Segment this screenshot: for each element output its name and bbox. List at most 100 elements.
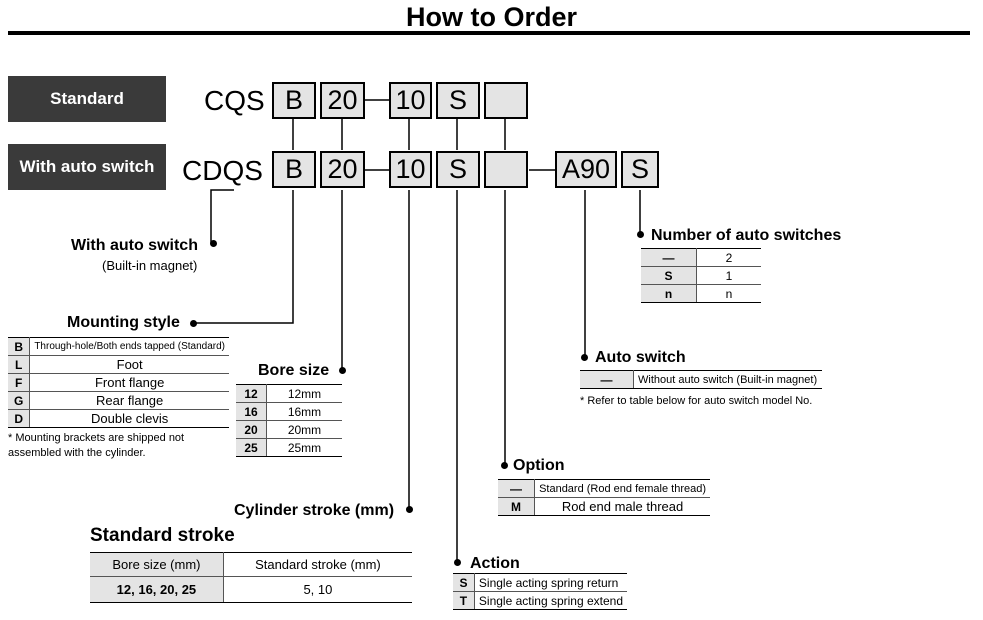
variant-standard-label: Standard: [8, 76, 166, 122]
standard-box-option: [484, 82, 528, 119]
table-row: —Without auto switch (Built-in magnet): [580, 370, 822, 389]
auto-switch-table: —Without auto switch (Built-in magnet): [580, 370, 822, 389]
page-title: How to Order: [405, 2, 577, 32]
table-cell-code: G: [8, 391, 31, 410]
table-cell-desc: Standard (Rod end female thread): [534, 479, 710, 498]
table-cell-desc: 16mm: [266, 402, 342, 421]
table-cell-desc: Without auto switch (Built-in magnet): [633, 370, 822, 389]
with-auto-switch-heading: With auto switch: [71, 237, 198, 254]
cylinder-stroke-heading: Cylinder stroke (mm): [234, 502, 395, 519]
auto-switch-heading: Auto switch: [595, 349, 686, 366]
table-cell-desc: Front flange: [29, 373, 229, 392]
table-cell-code: 12: [236, 384, 267, 403]
table-cell-desc: Through-hole/Both ends tapped (Standard): [29, 337, 229, 356]
table-cell-desc: Foot: [29, 355, 229, 374]
table-cell-desc: 25mm: [266, 438, 342, 457]
bore-size-heading: Bore size: [258, 362, 330, 379]
mounting-style-heading: Mounting style: [67, 314, 180, 331]
table-cell-desc: 1: [696, 266, 761, 285]
auto-box-switch: A90: [555, 151, 617, 188]
auto-box-stroke: 10: [389, 151, 432, 188]
table-cell-code: T: [453, 591, 475, 610]
table-header-cell: Bore size (mm): [90, 552, 224, 577]
bore-size-dot: [339, 367, 346, 374]
table-cell-code: n: [641, 284, 697, 303]
standard-box-mount: B: [272, 82, 316, 119]
table-cell-code: —: [580, 370, 634, 389]
table-cell-code: —: [641, 248, 697, 267]
action-heading: Action: [470, 555, 520, 572]
table-cell: 5, 10: [223, 576, 412, 603]
leader-auto-switch-type: [210, 189, 234, 244]
table-cell-desc: Single acting spring extend: [474, 591, 627, 610]
table-cell-desc: n: [696, 284, 761, 303]
table-cell-desc: Rear flange: [29, 391, 229, 410]
table-cell-code: L: [8, 355, 31, 374]
table-cell-code: 16: [236, 402, 267, 421]
table-row: —Standard (Rod end female thread): [498, 479, 710, 498]
mounting-style-note: * Mounting brackets are shipped not asse…: [8, 432, 185, 459]
variant-auto-switch-label: With auto switch: [8, 144, 166, 190]
auto-switch-prefix: CDQS: [182, 155, 263, 186]
table-cell-desc: 20mm: [266, 420, 342, 439]
with-auto-switch-note: (Built-in magnet): [102, 258, 198, 273]
table-cell-code: B: [8, 337, 31, 356]
leader-mounting: [196, 190, 294, 324]
mounting-style-dot: [190, 320, 197, 327]
title-rule: [8, 31, 970, 35]
table-row: —2: [641, 248, 761, 267]
auto-box-option: [484, 151, 528, 188]
table-cell: 12, 16, 20, 25: [90, 576, 224, 603]
cylinder-stroke-dot: [406, 506, 413, 513]
standard-box-bore: 20: [320, 82, 365, 119]
option-dot: [501, 462, 508, 469]
table-cell-code: F: [8, 373, 31, 392]
with-auto-switch-dot: [210, 240, 217, 247]
num-switches-dot: [637, 231, 644, 238]
table-row: 12, 16, 20, 25 5, 10: [90, 576, 412, 603]
num-switches-heading: Number of auto switches: [651, 227, 842, 244]
table-cell-desc: 12mm: [266, 384, 342, 403]
standard-box-stroke: 10: [389, 82, 432, 119]
auto-box-mount: B: [272, 151, 316, 188]
auto-box-number: S: [621, 151, 659, 188]
table-cell-desc: Double clevis: [29, 409, 229, 428]
table-cell-desc: Rod end male thread: [534, 497, 710, 516]
table-cell-code: —: [498, 479, 536, 498]
auto-box-bore: 20: [320, 151, 365, 188]
auto-switch-note: * Refer to table below for auto switch m…: [580, 395, 813, 407]
table-cell-code: 25: [236, 438, 267, 457]
action-dot: [454, 559, 461, 566]
table-cell-code: D: [8, 409, 31, 428]
table-header-row: Bore size (mm) Standard stroke (mm): [90, 552, 412, 577]
table-cell-code: 20: [236, 420, 267, 439]
standard-stroke-table: Bore size (mm) Standard stroke (mm) 12, …: [90, 552, 412, 603]
table-cell-code: M: [498, 497, 536, 516]
auto-box-action: S: [436, 151, 480, 188]
table-cell-desc: 2: [696, 248, 761, 267]
table-cell-code: S: [453, 573, 475, 592]
table-header-cell: Standard stroke (mm): [223, 552, 412, 577]
standard-prefix: CQS: [204, 85, 265, 116]
table-cell-code: S: [641, 266, 697, 285]
table-cell-desc: Single acting spring return: [474, 573, 627, 592]
